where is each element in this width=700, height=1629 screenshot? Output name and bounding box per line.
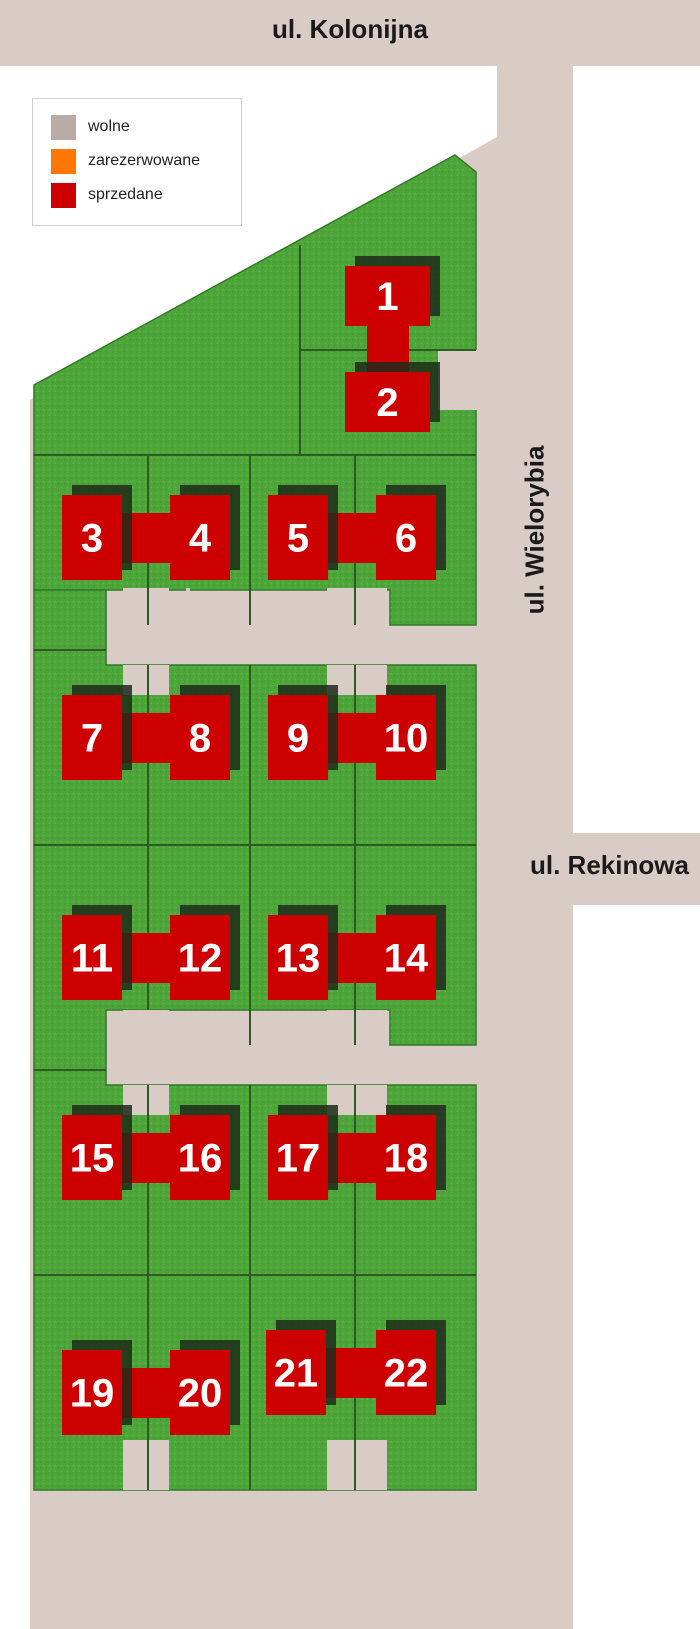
building-footprint[interactable]: [376, 1330, 436, 1415]
plot-9[interactable]: 9: [268, 685, 338, 780]
driveway: [327, 1010, 387, 1050]
building-footprint[interactable]: [376, 495, 436, 580]
building-footprint[interactable]: [62, 1115, 122, 1200]
driveway: [327, 588, 387, 628]
building-footprint[interactable]: [268, 695, 328, 780]
plot-12[interactable]: 12: [170, 905, 240, 1000]
road-rekinowa: [573, 833, 700, 905]
legend-swatch-sprzedane: [51, 182, 76, 208]
plot-5[interactable]: 5: [268, 485, 338, 580]
plot-18[interactable]: 18: [376, 1105, 446, 1200]
plot-17[interactable]: 17: [268, 1105, 338, 1200]
legend-label-wolne: wolne: [88, 118, 130, 135]
building-footprint[interactable]: [268, 1115, 328, 1200]
plot-number: 16: [178, 1137, 223, 1181]
legend-item-sprzedane: sprzedane: [51, 182, 163, 208]
plot-number: 14: [384, 937, 429, 981]
building-footprint[interactable]: [268, 495, 328, 580]
lawns: [33, 154, 478, 1491]
plot-number: 5: [287, 517, 309, 561]
building-footprint[interactable]: [266, 1330, 326, 1415]
building-footprint[interactable]: [345, 372, 430, 432]
plot-10[interactable]: 10: [376, 685, 446, 780]
plot-number: 9: [287, 717, 309, 761]
street-label-wielorybia: ul. Wielorybia: [519, 445, 550, 615]
plot-number: 6: [395, 517, 417, 561]
building-footprint[interactable]: [376, 915, 436, 1000]
outer-white-left: [0, 66, 30, 1629]
plot-number: 13: [276, 937, 321, 981]
building-footprint[interactable]: [170, 1115, 230, 1200]
building-footprint[interactable]: [376, 1115, 436, 1200]
building-footprint[interactable]: [170, 495, 230, 580]
driveway: [123, 1440, 169, 1490]
plot-11[interactable]: 11: [62, 905, 132, 1000]
plot-21[interactable]: 21: [266, 1320, 336, 1415]
driveway: [123, 588, 169, 628]
plot-number: 22: [384, 1352, 429, 1396]
building-footprint[interactable]: [62, 915, 122, 1000]
plot-number: 20: [178, 1372, 223, 1416]
building-footprint[interactable]: [268, 915, 328, 1000]
plot-number: 18: [384, 1137, 429, 1181]
plot-number: 3: [81, 517, 103, 561]
plot-15[interactable]: 15: [62, 1105, 132, 1200]
plot-4[interactable]: 4: [170, 485, 240, 580]
plot-19[interactable]: 19: [62, 1340, 132, 1435]
plot-number: 15: [70, 1137, 115, 1181]
plot-6[interactable]: 6: [376, 485, 446, 580]
legend: wolne zarezerwowane sprzedane: [32, 98, 242, 226]
building-footprint[interactable]: [170, 915, 230, 1000]
road-kolonijna: [0, 0, 700, 66]
building-footprint[interactable]: [62, 495, 122, 580]
driveway: [438, 350, 478, 410]
plot-number: 19: [70, 1372, 115, 1416]
driveway: [123, 1010, 169, 1050]
legend-swatch-wolne: [51, 114, 76, 140]
plot-number: 21: [274, 1352, 319, 1396]
driveway: [146, 625, 150, 629]
building-footprint[interactable]: [170, 1350, 230, 1435]
plot-number: 10: [384, 717, 429, 761]
plot-3[interactable]: 3: [62, 485, 132, 580]
plot-number: 1: [376, 275, 398, 319]
plot-2[interactable]: 2: [345, 362, 440, 432]
building-footprint[interactable]: [62, 1350, 122, 1435]
plot-number: 11: [71, 937, 113, 981]
plot-number: 12: [178, 937, 223, 981]
building-footprint[interactable]: [62, 695, 122, 780]
plot-number: 8: [189, 717, 211, 761]
legend-item-wolne: wolne: [51, 114, 130, 140]
plot-22[interactable]: 22: [376, 1320, 446, 1415]
building-footprint[interactable]: [345, 266, 430, 326]
plot-number: 4: [189, 517, 212, 561]
plot-1[interactable]: 1: [345, 256, 440, 326]
plot-13[interactable]: 13: [268, 905, 338, 1000]
legend-item-zarezerwowane: zarezerwowane: [51, 148, 201, 174]
legend-label-zarezerwowane: zarezerwowane: [88, 152, 201, 169]
driveway: [327, 1440, 387, 1490]
plot-7[interactable]: 7: [62, 685, 132, 780]
plot-20[interactable]: 20: [170, 1340, 240, 1435]
legend-swatch-zarezerwowane: [51, 148, 76, 174]
plot-number: 17: [276, 1137, 321, 1181]
driveway: [186, 588, 190, 628]
building-footprint[interactable]: [376, 695, 436, 780]
street-label-rekinowa: ul. Rekinowa: [530, 850, 689, 880]
building-footprint[interactable]: [170, 695, 230, 780]
lawn-block-b: [33, 589, 107, 651]
plot-16[interactable]: 16: [170, 1105, 240, 1200]
street-label-kolonijna: ul. Kolonijna: [272, 14, 428, 44]
plot-14[interactable]: 14: [376, 905, 446, 1000]
plot-8[interactable]: 8: [170, 685, 240, 780]
plot-number: 2: [376, 381, 398, 425]
plot-number: 7: [81, 717, 103, 761]
legend-label-sprzedane: sprzedane: [88, 186, 163, 203]
